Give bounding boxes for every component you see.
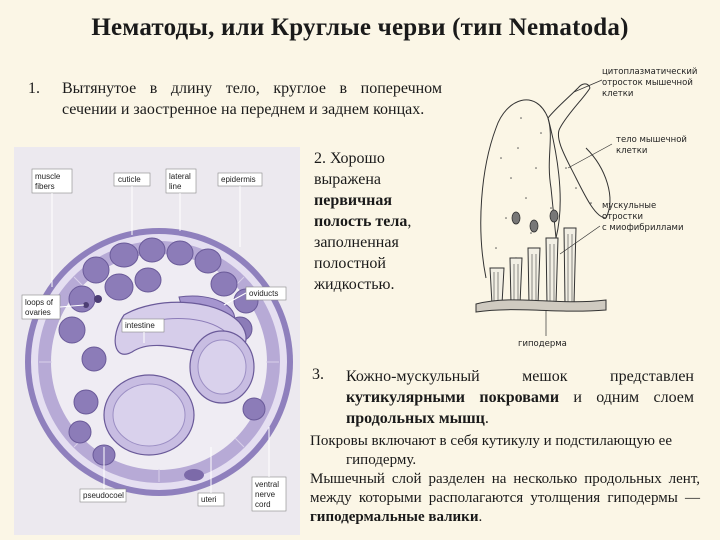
paragraph-body-shape: Вытянутое в длину тело, круглое в попере… <box>62 80 442 118</box>
p3-text-3: . <box>484 410 489 427</box>
label-muscle-fibers-2: fibers <box>35 182 55 191</box>
label-leader-lines <box>51 186 270 493</box>
label-loops-of-ovaries-1: loops of <box>25 298 54 307</box>
myofibril-lines <box>493 234 573 302</box>
uterus-right-inner <box>197 339 247 395</box>
ovary-nuclei <box>83 295 102 308</box>
label-lateral-line-1: lateral <box>169 172 191 181</box>
label-ventral-nerve-cord-3: cord <box>255 500 271 509</box>
p5-text-2: . <box>478 509 483 525</box>
muscle-processes <box>489 227 577 305</box>
label-muscle-fibers-1: muscle <box>35 172 61 181</box>
muscle-cell-outline <box>480 83 611 279</box>
label-ventral-nerve-cord-2: nerve <box>255 490 276 499</box>
paragraph-integument: Покровы включают в себя кутикулу и подст… <box>310 432 700 470</box>
cross-section-figure: muscle fibers cuticle lateral line epide… <box>14 147 300 535</box>
p5-bold: гиподермальные валики <box>310 509 479 525</box>
uterus-left-inner <box>112 383 186 447</box>
cross-section-illustration: muscle fibers cuticle lateral line epide… <box>14 147 300 535</box>
ventral-nerve-cord-shape <box>184 469 204 481</box>
muscle-cell-figure: цитоплазматический отросток мышечной кле… <box>456 58 720 354</box>
label-hypoderm: гиподерма <box>518 339 567 349</box>
item-number-1: 1. <box>28 80 40 97</box>
label-cytoplasmic-process-2: отросток мышечной <box>602 78 693 88</box>
label-muscle-processes-3: с миофибриллами <box>602 223 683 233</box>
paragraph-muscle-layer: Мышечный слой разделен на несколько прод… <box>310 470 700 527</box>
paragraph-body-cavity: 2. Хорошо выражена первичная полость тел… <box>314 148 446 295</box>
label-uteri: uteri <box>201 495 217 504</box>
label-epidermis: epidermis <box>221 175 256 184</box>
p3-bold-2: продольных мышц <box>346 410 485 427</box>
label-pseudocoel: pseudocoel <box>83 491 124 500</box>
label-oviducts: oviducts <box>249 289 278 298</box>
p4-line-2: гиподерму. <box>346 452 417 468</box>
label-muscle-cell-body-2: клетки <box>616 146 647 156</box>
p5-text-1: Мышечный слой разделен на несколько прод… <box>310 471 700 506</box>
label-ventral-nerve-cord-1: ventral <box>255 480 279 489</box>
label-lateral-line-2: line <box>169 182 182 191</box>
label-intestine: intestine <box>125 321 155 330</box>
label-cuticle: cuticle <box>118 175 141 184</box>
cell-stipple <box>495 117 592 259</box>
paragraph-musculocutaneous-sac: Кожно-мускульный мешок представлен кутик… <box>346 366 694 429</box>
label-loops-of-ovaries-2: ovaries <box>25 308 51 317</box>
item-number-3: 3. <box>312 366 324 383</box>
page-title: Нематоды, или Круглые черви (тип Nematod… <box>91 14 629 41</box>
cell-nuclei <box>511 209 559 233</box>
p2-text-1: 2. Хорошо выражена <box>314 150 385 188</box>
right-figure-pointers <box>545 79 613 336</box>
p2-text-2: , заполненная полостной жидкостью. <box>314 213 412 293</box>
p3-text-2: и одним слоем <box>559 389 695 406</box>
label-muscle-processes-1: мускульные <box>602 201 656 211</box>
label-muscle-processes-2: отростки <box>602 212 643 222</box>
muscle-cell-illustration: цитоплазматический отросток мышечной кле… <box>475 67 697 349</box>
p4-line-1: Покровы включают в себя кутикулу и подст… <box>310 433 672 449</box>
label-cytoplasmic-process-3: клетки <box>602 89 633 99</box>
cross-section-labels: muscle fibers cuticle lateral line epide… <box>21 168 287 512</box>
p3-bold-1: кутикулярными покровами <box>346 389 560 406</box>
hypoderm-layer <box>475 299 607 313</box>
label-cytoplasmic-process-1: цитоплазматический <box>602 67 697 77</box>
label-muscle-cell-body-1: тело мышечной <box>616 135 687 145</box>
p3-text-1: Кожно-мускульный мешок представлен <box>346 368 694 385</box>
p2-bold: первичная полость тела <box>314 192 408 230</box>
